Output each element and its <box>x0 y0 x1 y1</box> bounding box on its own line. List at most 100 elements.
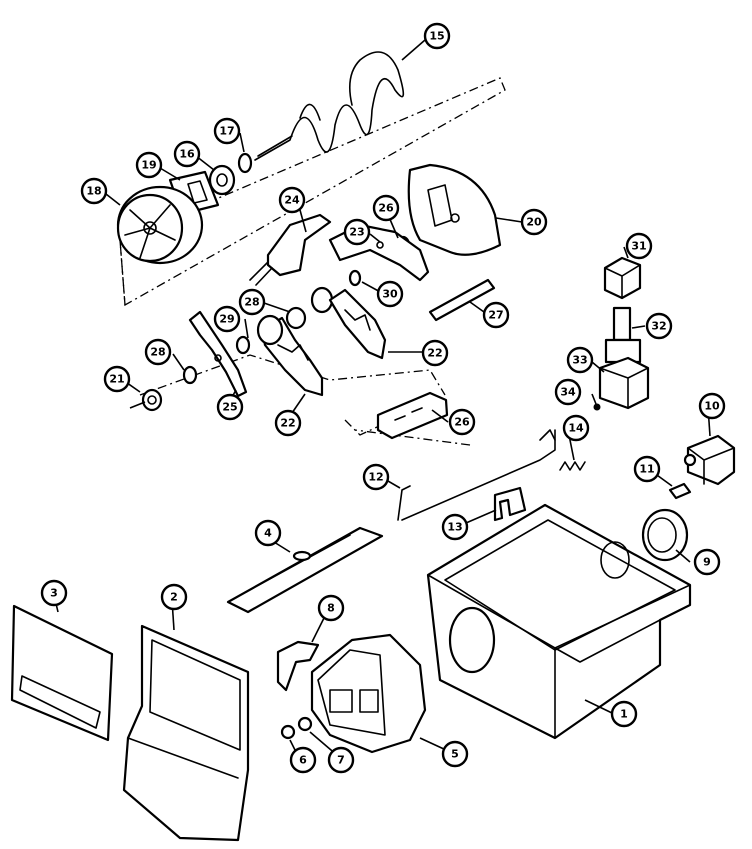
svg-text:32: 32 <box>651 320 666 333</box>
svg-text:19: 19 <box>141 159 156 172</box>
svg-text:33: 33 <box>572 354 587 367</box>
svg-text:5: 5 <box>451 748 459 761</box>
fasteners-6-7 <box>280 716 313 740</box>
svg-text:13: 13 <box>447 521 462 534</box>
callout-20: 20 <box>520 208 548 236</box>
callout-9: 9 <box>693 548 721 576</box>
callout-8: 8 <box>317 594 345 622</box>
callout-11: 11 <box>633 455 661 483</box>
hub-hardware <box>129 335 251 412</box>
svg-text:22: 22 <box>427 347 442 360</box>
callout-14: 14 <box>562 414 590 442</box>
callout-25: 25 <box>216 393 244 421</box>
svg-text:28: 28 <box>150 346 165 359</box>
housing-cover <box>407 163 502 256</box>
svg-text:34: 34 <box>560 386 576 399</box>
ramp-4 <box>226 526 384 614</box>
callout-15: 15 <box>423 22 451 50</box>
callout-28-left: 28 <box>144 338 172 366</box>
cap-31 <box>603 256 642 300</box>
bracket-8 <box>276 640 320 692</box>
screw-34 <box>593 403 601 411</box>
svg-text:31: 31 <box>631 240 646 253</box>
svg-text:25: 25 <box>222 401 237 414</box>
ring-9 <box>641 508 689 562</box>
bracket-24 <box>249 213 332 286</box>
svg-text:10: 10 <box>704 400 720 413</box>
slider-block-26 <box>376 391 449 440</box>
callout-22-lower: 22 <box>274 409 302 437</box>
svg-text:22: 22 <box>280 417 295 430</box>
rod-27 <box>428 278 496 322</box>
svg-text:4: 4 <box>264 527 272 540</box>
svg-text:1: 1 <box>620 708 628 721</box>
callout-17: 17 <box>213 117 241 145</box>
callout-26-top: 26 <box>372 194 400 222</box>
washer-17 <box>237 152 253 174</box>
bracket-13 <box>493 486 527 522</box>
svg-text:18: 18 <box>86 185 101 198</box>
callout-3: 3 <box>40 579 68 607</box>
svg-text:15: 15 <box>429 30 444 43</box>
callout-26: 26 <box>448 408 476 436</box>
callout-19: 19 <box>135 151 163 179</box>
svg-text:6: 6 <box>299 754 307 767</box>
spring-14 <box>539 429 586 471</box>
callout-23: 23 <box>343 218 371 246</box>
motor-housing-5 <box>310 633 427 754</box>
callout-7: 7 <box>327 746 355 774</box>
svg-text:7: 7 <box>337 754 345 767</box>
svg-text:12: 12 <box>368 471 383 484</box>
svg-text:21: 21 <box>109 373 124 386</box>
clip-30 <box>348 269 362 287</box>
svg-text:30: 30 <box>382 288 398 301</box>
callout-27: 27 <box>482 301 510 329</box>
solenoid-32 <box>604 306 642 364</box>
svg-text:16: 16 <box>179 148 195 161</box>
svg-text:23: 23 <box>349 226 364 239</box>
svg-text:24: 24 <box>284 194 300 207</box>
motor-10 <box>683 434 736 486</box>
svg-text:17: 17 <box>219 125 234 138</box>
callout-18: 18 <box>80 177 108 205</box>
svg-text:14: 14 <box>568 422 584 435</box>
svg-text:3: 3 <box>50 587 58 600</box>
chute-housing-2 <box>122 624 250 842</box>
callout-33: 33 <box>566 346 594 374</box>
bushing-16 <box>208 164 236 196</box>
callout-31: 31 <box>625 232 653 260</box>
callout-34: 34 <box>554 378 582 406</box>
svg-text:8: 8 <box>327 602 335 615</box>
callout-4: 4 <box>254 519 282 547</box>
svg-text:9: 9 <box>703 556 711 569</box>
callout-6: 6 <box>289 746 317 774</box>
callout-24: 24 <box>278 186 306 214</box>
svg-text:2: 2 <box>170 591 178 604</box>
lever-22-upper <box>328 288 387 360</box>
callout-30: 30 <box>376 280 404 308</box>
svg-text:26: 26 <box>454 416 470 429</box>
callout-5: 5 <box>441 740 469 768</box>
callout-28-upper: 28 <box>238 288 266 316</box>
ice-bucket <box>426 503 692 740</box>
clip-11 <box>668 482 692 500</box>
callout-16: 16 <box>173 140 201 168</box>
arm-25 <box>188 310 248 398</box>
wire-rod-12 <box>397 429 556 521</box>
callout-12: 12 <box>362 463 390 491</box>
lever-22-lower <box>256 314 324 397</box>
callout-22-upper: 22 <box>421 339 449 367</box>
impeller-wheel <box>116 185 204 265</box>
callout-29: 29 <box>213 305 241 333</box>
svg-text:28: 28 <box>244 296 259 309</box>
solenoid-body-33 <box>598 356 650 410</box>
callout-13: 13 <box>441 513 469 541</box>
callout-21: 21 <box>103 365 131 393</box>
callout-2: 2 <box>160 583 188 611</box>
callout-32: 32 <box>645 312 673 340</box>
svg-text:11: 11 <box>639 463 654 476</box>
callout-10: 10 <box>698 392 726 420</box>
auger-coil <box>254 51 405 161</box>
callouts: 15 17 16 19 18 20 26 23 24 30 27 28 29 2… <box>40 22 726 774</box>
